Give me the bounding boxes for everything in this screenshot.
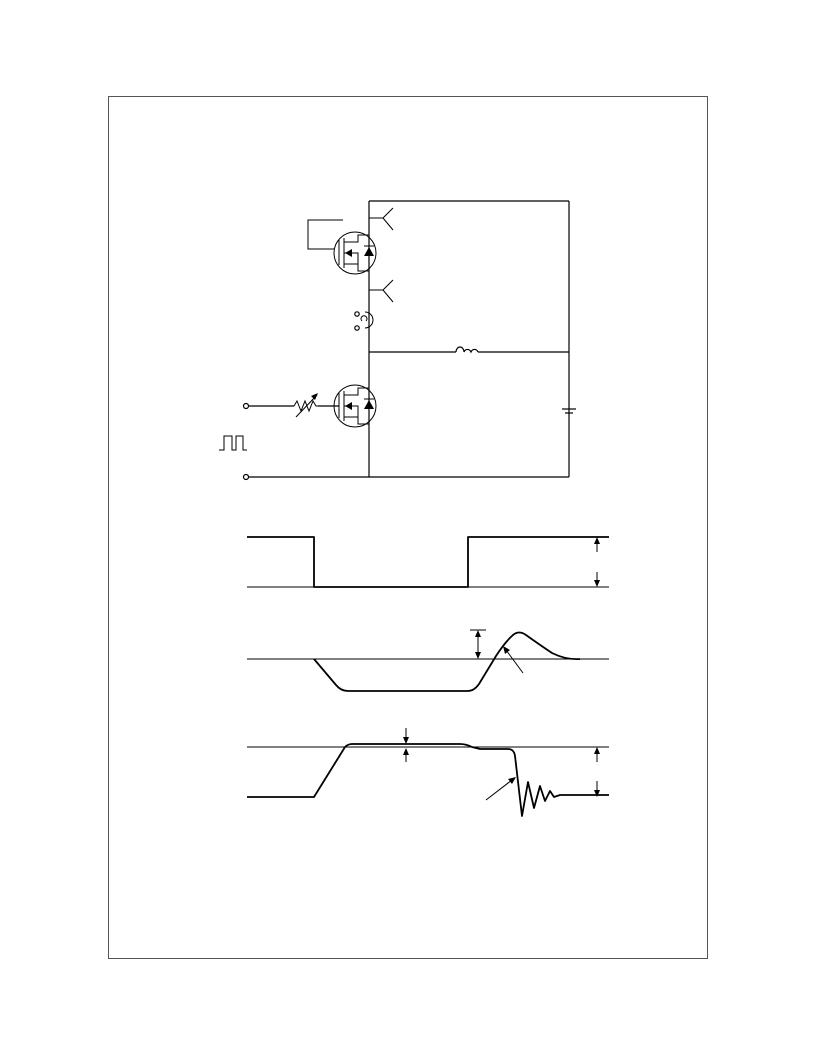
amplitude-arrow bbox=[594, 537, 600, 587]
probe-mark-upper bbox=[369, 207, 394, 231]
variable-resistor-icon bbox=[293, 393, 318, 418]
waveform-gate-drive bbox=[247, 536, 609, 588]
gate-pulse-trace bbox=[247, 536, 609, 588]
amplitude-arrow bbox=[594, 747, 600, 797]
pointer-arrow bbox=[503, 646, 524, 674]
battery-icon bbox=[562, 408, 576, 414]
mosfet-icon bbox=[333, 384, 377, 428]
waveform-voltage bbox=[247, 728, 609, 817]
current-trace bbox=[313, 631, 581, 692]
figure-frame bbox=[108, 96, 708, 959]
probe-mark-middle bbox=[369, 279, 394, 303]
mosfet-icon bbox=[307, 219, 377, 275]
waveform-current bbox=[247, 629, 609, 692]
gate-input-terminal bbox=[242, 402, 250, 410]
overshoot-arrow bbox=[403, 728, 409, 762]
peak-arrow bbox=[470, 629, 486, 659]
voltage-trace bbox=[247, 743, 609, 817]
pulse-train-icon bbox=[219, 435, 247, 451]
current-loop-icon bbox=[354, 311, 374, 331]
test-circuit bbox=[219, 200, 576, 481]
inductor-icon bbox=[455, 346, 479, 354]
pointer-arrow bbox=[485, 777, 516, 801]
ground-input-terminal bbox=[242, 473, 250, 481]
